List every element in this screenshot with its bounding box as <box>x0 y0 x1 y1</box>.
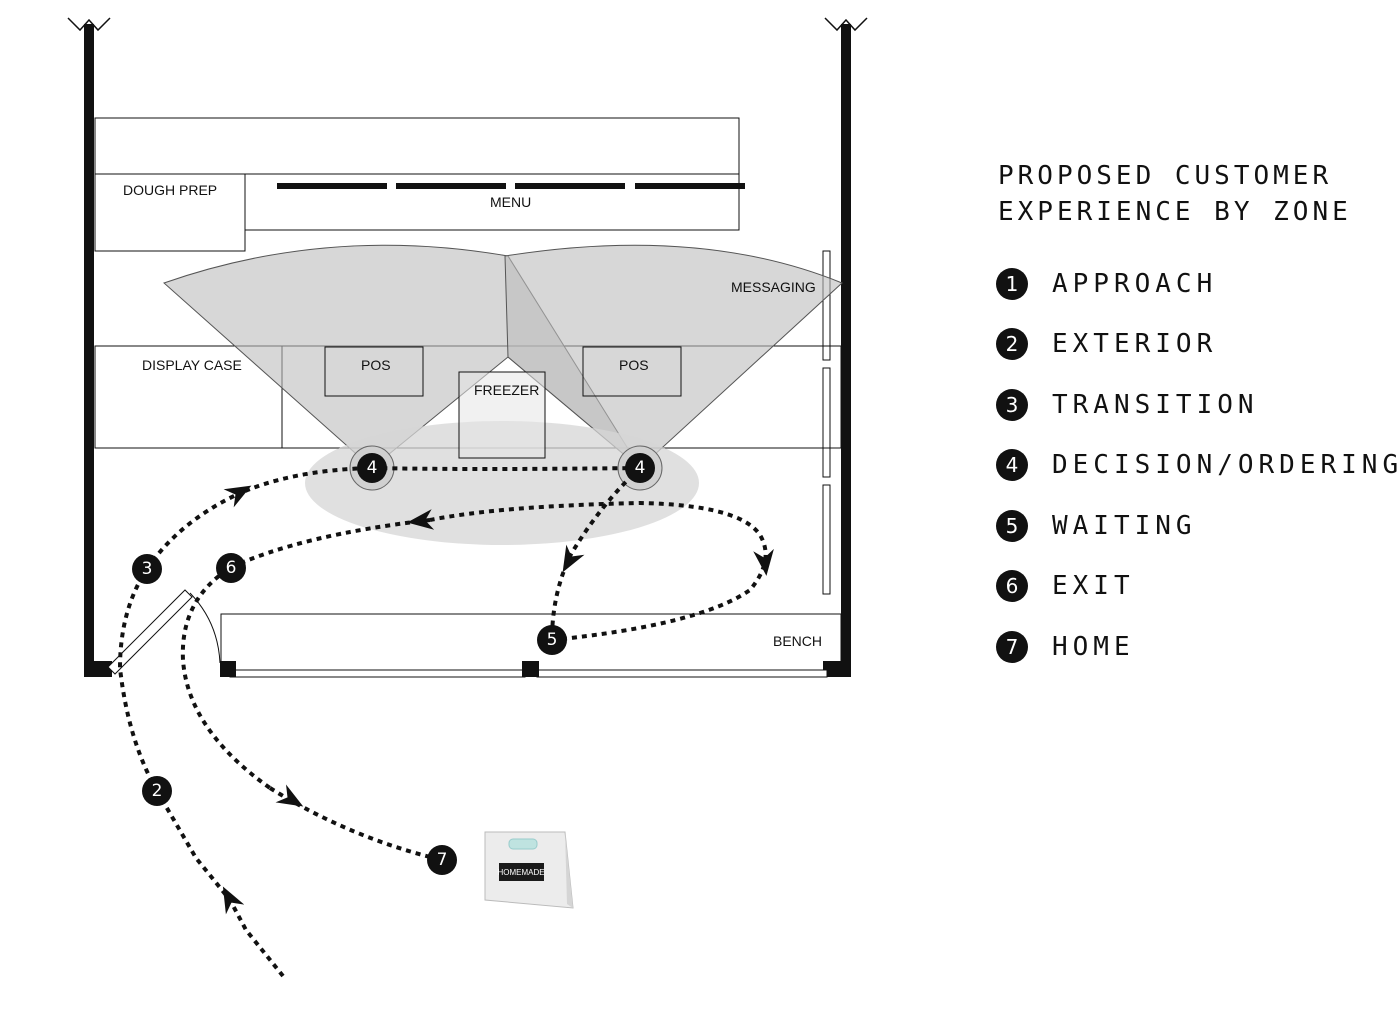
marker-4-right: 4 <box>625 453 655 483</box>
svg-text:6: 6 <box>226 558 237 578</box>
marker-2: 2 <box>142 776 172 806</box>
svg-text:7: 7 <box>437 850 448 870</box>
svg-text:4: 4 <box>635 458 646 478</box>
counter-equipment <box>324 346 682 459</box>
freezer-label: FREEZER <box>474 382 539 398</box>
legend-item-waiting: 5 WAITING <box>996 509 1197 543</box>
storefront-window-left <box>229 669 526 678</box>
left-wall-break-mark <box>67 17 111 32</box>
path-exterior <box>117 567 159 792</box>
dough-prep-label: DOUGH PREP <box>123 182 217 198</box>
legend-label-transition: TRANSITION <box>1052 390 1259 420</box>
path-exit <box>180 518 431 790</box>
marker-6: 6 <box>216 553 246 583</box>
door-swing-arc <box>189 592 221 664</box>
storefront <box>220 661 828 678</box>
legend-number-1: 1 <box>996 268 1028 300</box>
back-counter <box>94 117 740 175</box>
marker-5: 5 <box>537 625 567 655</box>
customer-paths <box>117 465 774 978</box>
path-markers: 2 3 4 4 5 6 7 <box>132 453 655 875</box>
svg-text:4: 4 <box>367 458 378 478</box>
sightline-cone-right <box>504 244 843 469</box>
freezer-box <box>458 371 546 459</box>
entry-door <box>107 589 221 675</box>
side-shelf-2 <box>822 367 831 478</box>
storefront-window-right <box>536 669 828 678</box>
bag-brand-label: HOMEMADE <box>497 868 544 877</box>
legend-label-decision-ordering: DECISION/ORDERING <box>1052 450 1400 480</box>
legend-item-decision-ordering: 4 DECISION/ORDERING <box>996 448 1400 482</box>
display-case-label: DISPLAY CASE <box>142 357 242 373</box>
legend-number-6: 6 <box>996 570 1028 602</box>
side-shelf-3 <box>822 484 831 595</box>
legend-number-4: 4 <box>996 449 1028 481</box>
svg-text:2: 2 <box>152 781 163 801</box>
path-to-order <box>235 465 641 497</box>
menu-label: MENU <box>490 194 531 210</box>
legend-label-exit: EXIT <box>1052 571 1135 601</box>
legend-label-home: HOME <box>1052 632 1135 662</box>
right-wall <box>841 24 851 676</box>
exterior-walls <box>67 17 868 677</box>
pos-right-label: POS <box>619 357 649 373</box>
path-waiting-loop <box>429 500 768 642</box>
legend-number-2: 2 <box>996 328 1028 360</box>
right-wall-break-mark <box>824 17 868 32</box>
path-home <box>268 786 443 862</box>
storefront-post-center <box>522 661 539 677</box>
right-wall-foot <box>823 661 851 677</box>
left-wall <box>84 24 94 676</box>
pos-right-box <box>582 346 682 397</box>
plan-labels: DOUGH PREP MENU MESSAGING DISPLAY CASE P… <box>123 182 822 649</box>
svg-text:5: 5 <box>547 630 558 650</box>
pos-left-box <box>324 346 424 397</box>
marker-4-left: 4 <box>357 453 387 483</box>
bench-label: BENCH <box>773 633 822 649</box>
legend-label-waiting: WAITING <box>1052 511 1197 541</box>
legend-label-approach: APPROACH <box>1052 269 1218 299</box>
marker-3: 3 <box>132 554 162 584</box>
legend-item-approach: 1 APPROACH <box>996 267 1217 301</box>
door-leaf <box>107 589 193 675</box>
legend-number-7: 7 <box>996 631 1028 663</box>
legend-item-exterior: 2 EXTERIOR <box>996 327 1217 361</box>
legend-item-transition: 3 TRANSITION <box>996 388 1259 422</box>
left-wall-foot <box>84 661 112 677</box>
bench <box>220 613 842 671</box>
messaging-label: MESSAGING <box>731 279 816 295</box>
legend-number-3: 3 <box>996 389 1028 421</box>
storefront-post-left <box>220 661 236 677</box>
marker-7: 7 <box>427 845 457 875</box>
legend-label-exterior: EXTERIOR <box>1052 329 1218 359</box>
legend-title-line-2: EXPERIENCE BY ZONE <box>998 197 1352 227</box>
legend-item-exit: 6 EXIT <box>996 569 1135 603</box>
legend-title: PROPOSED CUSTOMER EXPERIENCE BY ZONE <box>998 158 1378 230</box>
menu-board-area <box>244 173 740 231</box>
legend-item-home: 7 HOME <box>996 630 1135 664</box>
legend-number-5: 5 <box>996 510 1028 542</box>
path-approach <box>155 789 285 978</box>
pos-left-label: POS <box>361 357 391 373</box>
side-shelf-1 <box>822 250 831 361</box>
svg-text:3: 3 <box>142 559 153 579</box>
legend-title-line-1: PROPOSED CUSTOMER <box>998 161 1333 191</box>
sightline-cones <box>163 244 843 545</box>
shopping-bag-icon: HOMEMADE <box>484 831 574 909</box>
